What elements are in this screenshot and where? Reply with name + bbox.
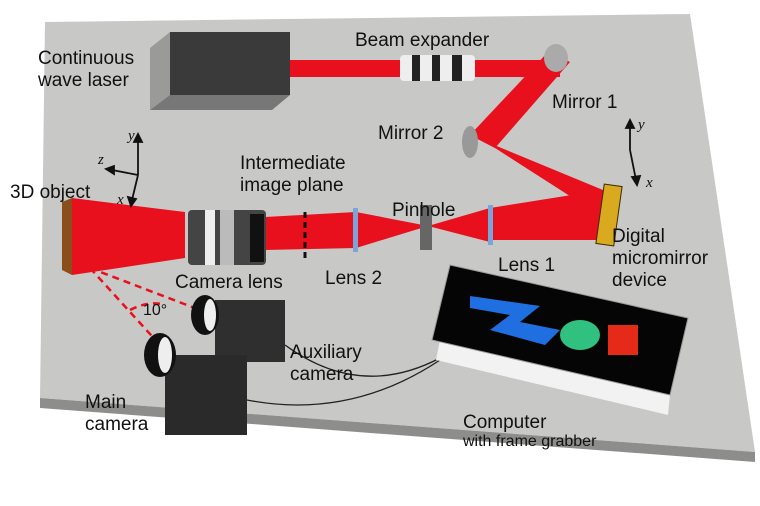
label-3d-object: 3D object (10, 182, 91, 203)
label-lens-2: Lens 2 (325, 268, 383, 289)
dmd (595, 183, 623, 247)
camera-lens (188, 210, 266, 265)
main-camera (144, 333, 247, 435)
cables (246, 344, 441, 406)
label-mirror-2: Mirror 2 (378, 123, 444, 144)
label-pinhole: Pinhole (392, 200, 456, 221)
laser-beam (72, 52, 615, 275)
label-beam-expander: Beam expander (355, 30, 490, 51)
lens-1 (488, 205, 493, 245)
laser-box (150, 32, 290, 110)
camera-angle-lines (89, 266, 201, 346)
3d-object (62, 198, 72, 275)
computer (431, 264, 689, 415)
label-lens-1: Lens 1 (498, 255, 556, 276)
beam-expander (400, 55, 475, 81)
auxiliary-camera (191, 295, 285, 362)
axis-right-x: x (646, 175, 653, 191)
axis-left-x: x (117, 192, 124, 208)
pinhole (420, 205, 432, 250)
label-angle: 10° (143, 302, 168, 319)
lens-2 (353, 208, 358, 252)
mirror-1 (544, 44, 568, 72)
label-computer: Computer (463, 412, 547, 433)
label-computer-sub: with frame grabber (463, 433, 597, 450)
axis-left-z: z (98, 152, 104, 168)
axis-left-y: y (128, 128, 135, 144)
axis-right-y: y (638, 117, 645, 133)
mirror-2 (462, 126, 478, 158)
label-camera-lens: Camera lens (175, 272, 283, 293)
label-mirror-1: Mirror 1 (552, 92, 618, 113)
